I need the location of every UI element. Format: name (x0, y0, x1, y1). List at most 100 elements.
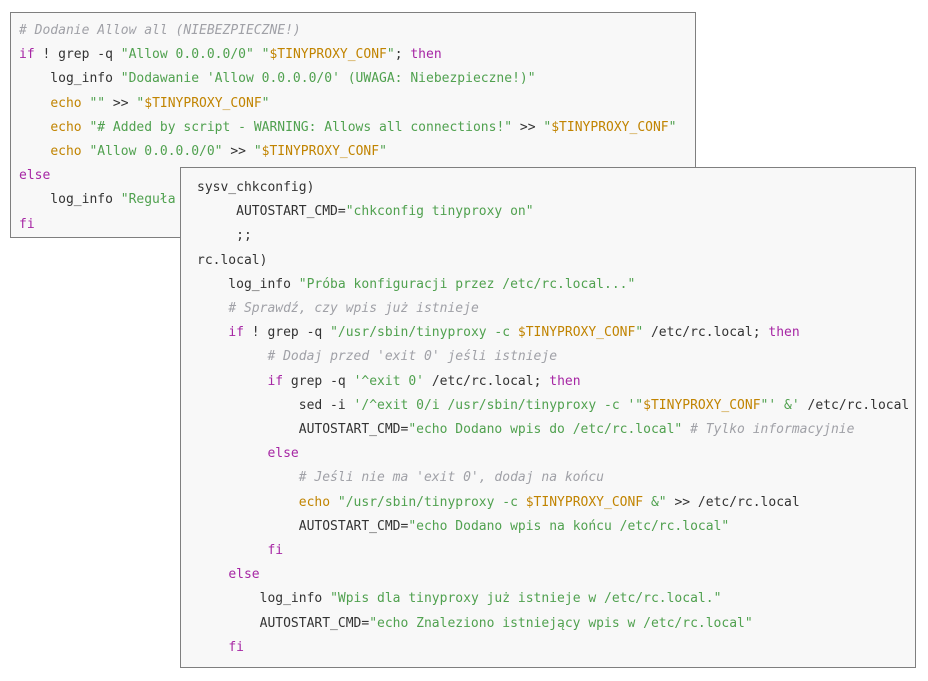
code-token: else (228, 567, 260, 583)
code-token: " (386, 47, 395, 63)
code-token: sed -i (197, 397, 354, 413)
code-token: " (543, 119, 552, 135)
code-token: "echo Dodano wpis do /etc/rc.local" (408, 422, 683, 437)
code-token (197, 543, 267, 558)
code-token: echo (50, 95, 82, 111)
code-token: /etc/rc.local (799, 397, 910, 413)
code-token: # Dodanie Allow all (NIEBEZPIECZNE!) (19, 23, 301, 38)
code-token: then (410, 47, 442, 63)
code-line: AUTOSTART_CMD="echo Dodano wpis na końcu… (197, 515, 730, 539)
code-line: ;; (197, 224, 252, 248)
code-line: else (19, 164, 50, 188)
code-token: then (768, 325, 800, 341)
code-token: $TINYPROXY_CONF (269, 47, 387, 63)
code-line: # Sprawdź, czy wpis już istnieje (197, 297, 479, 321)
code-token: >> (222, 144, 254, 159)
code-token: AUTOSTART_CMD= (197, 204, 346, 220)
code-token: >> /etc/rc.local (666, 494, 800, 510)
code-snippet-rc-local: sysv_chkconfig) AUTOSTART_CMD="chkconfig… (180, 167, 916, 668)
code-line: echo "# Added by script - WARNING: Allow… (19, 116, 676, 140)
code-line: echo "/usr/sbin/tinyproxy -c $TINYPROXY_… (197, 491, 800, 515)
code-token: if (19, 47, 35, 63)
code-token (197, 349, 267, 364)
code-token: " (379, 144, 387, 159)
code-token (197, 567, 228, 582)
code-token: # Sprawdź, czy wpis już istnieje (228, 301, 479, 316)
code-token (197, 446, 267, 461)
code-token: &" (643, 494, 667, 510)
code-token: " (635, 325, 644, 341)
code-token: ; (394, 47, 411, 63)
code-line: log_info "Próba konfiguracji przez /etc/… (197, 273, 635, 297)
code-line: else (197, 563, 260, 587)
code-token: ! grep -q (243, 325, 331, 341)
code-token: # Jeśli nie ma 'exit 0', dodaj na końcu (298, 470, 604, 486)
code-line: fi (197, 539, 283, 563)
code-token: $TINYPROXY_CONF (643, 397, 761, 413)
code-token: "# Added by script - WARNING: Allows all… (89, 119, 513, 135)
code-line: if ! grep -q "/usr/sbin/tinyproxy -c $TI… (197, 321, 800, 345)
code-line: sed -i '/^exit 0/i /usr/sbin/tinyproxy -… (197, 394, 910, 418)
code-token (254, 47, 262, 62)
code-token: "Reguła (120, 192, 176, 208)
code-token (19, 144, 50, 159)
code-token: $TINYPROXY_CONF (525, 494, 644, 510)
code-token: "echo Znaleziono istniejący wpis w /etc/… (369, 615, 753, 631)
code-token: log_info (197, 276, 299, 292)
code-line: log_info "Reguła (19, 188, 176, 212)
code-token: rc.local) (197, 252, 268, 268)
code-token: " (136, 95, 145, 111)
code-token (19, 120, 50, 135)
code-token: log_info (197, 591, 331, 607)
code-token: ! grep -q (34, 47, 121, 63)
code-token: >> (512, 119, 544, 135)
code-token: echo (50, 119, 82, 135)
code-token: sysv_chkconfig) (197, 180, 315, 195)
code-token: if (267, 373, 284, 389)
code-line: sysv_chkconfig) (197, 176, 314, 200)
code-token (682, 422, 690, 437)
code-token: then (549, 373, 581, 389)
code-token: echo (50, 144, 82, 159)
code-token: "Allow 0.0.0.0/0" (120, 47, 254, 63)
code-line: # Dodaj przed 'exit 0' jeśli istnieje (197, 345, 557, 369)
code-token: "Allow 0.0.0.0/0" (89, 144, 223, 159)
code-line: AUTOSTART_CMD="echo Znaleziono istniejąc… (197, 612, 753, 636)
code-token: AUTOSTART_CMD= (197, 518, 409, 534)
code-token: '^exit 0' (353, 373, 425, 389)
code-token: " (253, 144, 262, 159)
code-token (197, 374, 267, 389)
code-token: "" (89, 95, 106, 111)
code-token: log_info (19, 71, 121, 87)
code-token: fi (267, 543, 284, 558)
code-line: rc.local) (197, 249, 267, 273)
code-line: echo "Allow 0.0.0.0/0" >> "$TINYPROXY_CO… (19, 140, 387, 164)
code-line: if grep -q '^exit 0' /etc/rc.local; then (197, 370, 581, 394)
code-token: grep -q (283, 373, 354, 389)
code-token: "/usr/sbin/tinyproxy -c (330, 325, 518, 341)
code-token: "Wpis dla tinyproxy już istnieje w /etc/… (330, 591, 722, 607)
code-token: " (261, 47, 270, 63)
code-line: log_info "Dodawanie 'Allow 0.0.0.0/0' (U… (19, 67, 536, 91)
code-token (197, 470, 299, 485)
code-token: "Dodawanie 'Allow 0.0.0.0/0' (UWAGA: Nie… (120, 71, 536, 87)
code-token: echo (298, 494, 331, 510)
code-token: '/^exit 0/i /usr/sbin/tinyproxy -c '" (353, 397, 644, 413)
code-token (197, 325, 228, 340)
code-token: "echo Dodano wpis na końcu /etc/rc.local… (408, 518, 730, 534)
code-token: " (668, 119, 677, 135)
code-token: /etc/rc.local; (643, 325, 769, 341)
code-token (197, 640, 228, 655)
code-token: else (19, 168, 51, 184)
code-token: ;; (197, 228, 252, 244)
code-line: fi (19, 213, 35, 237)
code-token: "/usr/sbin/tinyproxy -c (337, 494, 526, 510)
code-token: >> (105, 95, 137, 111)
code-token: $TINYPROXY_CONF (261, 144, 380, 159)
code-token: "Próba konfiguracji przez /etc/rc.local.… (298, 276, 636, 292)
code-token (330, 495, 338, 510)
code-line: AUTOSTART_CMD="chkconfig tinyproxy on" (197, 200, 533, 224)
code-token: log_info (19, 192, 121, 208)
code-token: # Dodaj przed 'exit 0' jeśli istnieje (267, 349, 558, 365)
code-line: # Dodanie Allow all (NIEBEZPIECZNE!) (19, 19, 301, 43)
